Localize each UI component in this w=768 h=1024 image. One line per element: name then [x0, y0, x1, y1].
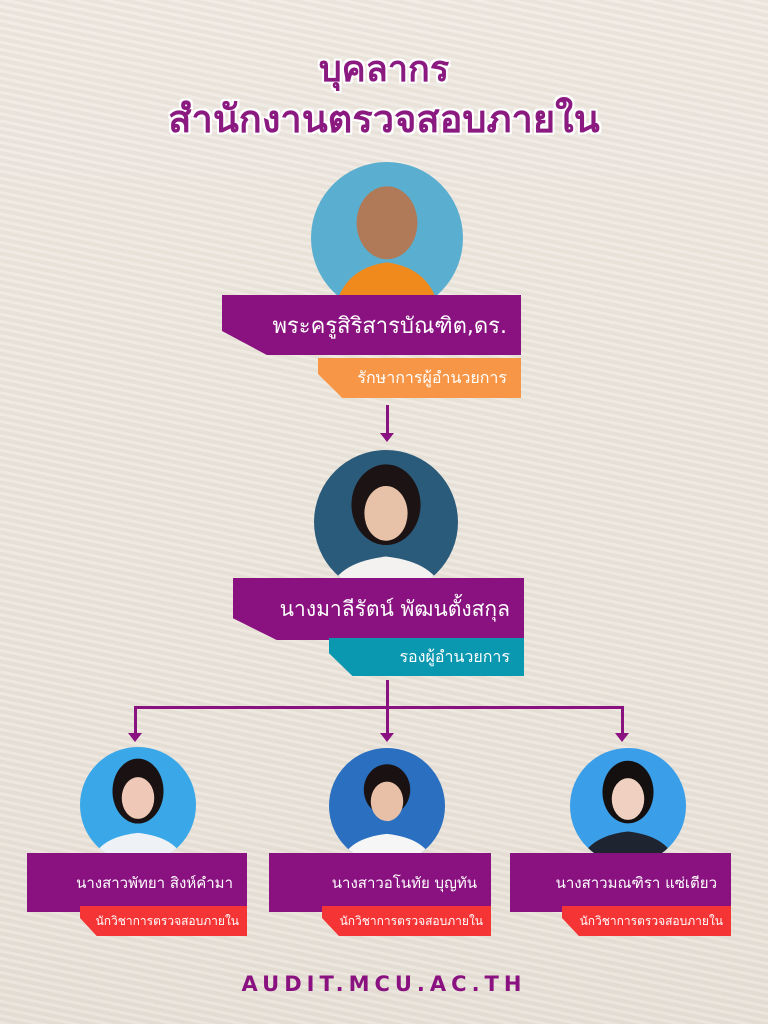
staff-name: นางสาวพัทยา สิงห์คำมา [27, 853, 247, 912]
connector-line [134, 706, 624, 709]
title-line-1: บุคลากร [318, 49, 450, 90]
arrow-down-icon [380, 733, 394, 742]
staff-role: นักวิชาการตรวจสอบภายใน [80, 906, 247, 936]
connector-line [386, 405, 389, 435]
staff-name: นางสาวอโนทัย บุญทัน [269, 853, 491, 912]
staff-role: นักวิชาการตรวจสอบภายใน [322, 906, 491, 936]
staff-photo [80, 747, 196, 863]
connector-line [386, 680, 389, 708]
arrow-down-icon [128, 733, 142, 742]
arrow-down-icon [380, 433, 394, 442]
director-role: รักษาการผู้อำนวยการ [318, 358, 521, 398]
deputy-name: นางมาลีรัตน์ พัฒนตั้งสกุล [233, 578, 524, 640]
connector-line [386, 706, 389, 734]
deputy-role: รองผู้อำนวยการ [329, 638, 524, 676]
title-line-2: สำนักงานตรวจสอบภายใน [168, 97, 600, 141]
website-url: AUDIT.MCU.AC.TH [241, 972, 527, 996]
staff-photo [329, 748, 445, 864]
staff-photo [570, 748, 686, 864]
staff-name: นางสาวมณฑิรา แซ่เตียว [510, 853, 731, 912]
connector-line [621, 706, 624, 734]
arrow-down-icon [615, 733, 629, 742]
director-name: พระครูสิริสารบัณฑิต,ดร. [222, 295, 521, 355]
director-photo [311, 162, 463, 314]
staff-role: นักวิชาการตรวจสอบภายใน [562, 906, 731, 936]
deputy-photo [314, 450, 458, 594]
connector-line [134, 706, 137, 734]
